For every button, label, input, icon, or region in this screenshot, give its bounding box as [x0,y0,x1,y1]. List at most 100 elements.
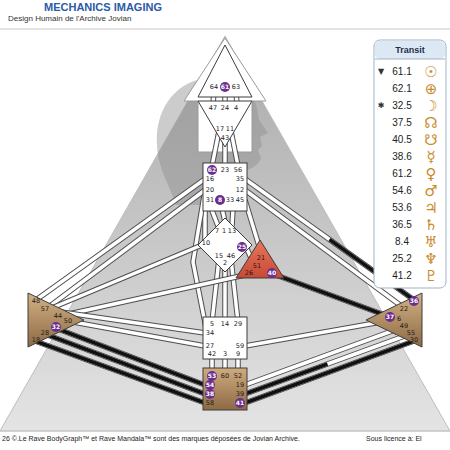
gate-line-number: 61.1 [392,67,411,77]
channel-line [276,275,390,317]
planet-glyph: ☊ [424,116,437,131]
gate-number: 31 [206,197,214,204]
planet-glyph: ☽ [424,99,437,114]
planet-glyph: ☉ [424,65,437,80]
gate-number: 16 [206,176,214,183]
planet-glyph: ⊕ [425,82,438,97]
gate-number: 34 [206,330,214,337]
channel-line [245,334,410,394]
body-triangle [0,36,450,431]
gate-number: 57 [41,306,49,313]
gate-line-number: 54.6 [392,186,411,196]
gate-number: 4 [234,105,238,112]
center-shape [198,45,252,97]
channel-active [276,275,390,317]
gate-number: 5 [210,321,214,328]
gate-line-number: 8.4 [395,237,409,247]
panel-frame [374,40,446,288]
channel-outline [231,131,238,166]
gate-number: 29 [234,321,242,328]
channel-fill [45,334,205,394]
throat-center: 622356163520123183345 [203,163,247,211]
footer-rule [0,431,450,432]
gate-number: 15 [215,253,223,260]
gate-number: 23 [221,167,229,174]
gate-number-active: 32 [51,322,61,332]
channel-line [212,131,219,166]
center-shape [236,240,284,278]
center-square [203,368,247,410]
gate-number: 14 [221,321,229,328]
transit-panel: Transit▼61.1☉62.1⊕✱32.5☽37.5☊40.5☋38.6☿6… [374,40,446,288]
g-center: 7113102515462 [198,218,252,272]
footer-text: 26 ©.Le Rave BodyGraph™ et Rave Mandala™… [2,435,300,442]
center-shape [198,218,252,272]
gate-number: 43 [221,135,229,142]
gate-number-active: 8 [215,195,225,205]
channel-fill [231,131,238,166]
heart-center: 21512640 [236,240,284,278]
gate-number: 48 [32,298,40,305]
channel-outline [222,268,228,322]
center-shape [198,101,252,147]
channel-outline [35,341,205,403]
gate-number: 51 [253,263,261,270]
gate-number-active: 36 [409,296,419,306]
planet-glyph: ♄ [424,218,437,233]
gate-number-active: 62 [207,165,217,175]
channel-fill [245,327,403,385]
gate-number: 42 [208,351,216,358]
planet-glyph: ♇ [424,269,437,284]
gate-number-active: 61 [220,82,230,92]
gate-number: 28 [41,330,49,337]
channel-line [245,327,403,385]
gate-line-number: 40.5 [392,135,411,145]
gate-number: 63 [232,84,240,91]
gate-number: 17 [216,126,224,133]
gate-number: 20 [206,187,214,194]
channel-outline [245,327,403,385]
center-square [203,317,247,359]
channel-fill [35,341,205,403]
gate-number: 60 [221,373,229,380]
solar-plexus-center: 3622376495530 [366,293,422,347]
gate-number: 12 [236,187,244,194]
spleen-center: 48574450322818 [28,293,84,347]
channel-fill [231,259,238,322]
channel-line [212,259,219,322]
channel-outline [45,334,205,394]
channel-line [35,341,205,403]
channel-line [60,275,245,316]
panel-heading: Transit [395,46,425,55]
channel-fill [223,268,227,322]
gate-line-number: 38.6 [392,152,411,162]
footer-text: Sous licence à: El [366,435,422,442]
gate-line-number: 36.5 [392,220,411,230]
gate-number: 13 [228,228,236,235]
gate-number: 59 [236,343,244,350]
channel-active [245,341,414,403]
channel-line [245,341,414,403]
gate-number: 11 [226,126,234,133]
panel-header-rule [375,59,445,60]
gate-number: 49 [400,323,408,330]
gate-number: 6 [397,316,401,323]
ajna-center: 47244171143 [198,101,252,147]
gate-number: 7 [215,228,219,235]
channel-active [45,334,205,394]
center-shape [366,293,422,347]
gate-number: 19 [236,382,244,389]
channel-outline [245,334,410,394]
gate-number: 3 [223,351,227,358]
channel-outline [212,259,219,322]
gate-line-number: 62.1 [392,84,411,94]
header-rule [0,29,450,30]
channel-line [231,259,238,322]
gate-number-active: 38 [205,389,215,399]
gate-number: 55 [407,330,415,337]
gate-number: 10 [202,240,210,247]
gate-number: 18 [32,337,40,344]
channel-fill [245,334,410,394]
gate-number-active: 37 [385,312,395,322]
